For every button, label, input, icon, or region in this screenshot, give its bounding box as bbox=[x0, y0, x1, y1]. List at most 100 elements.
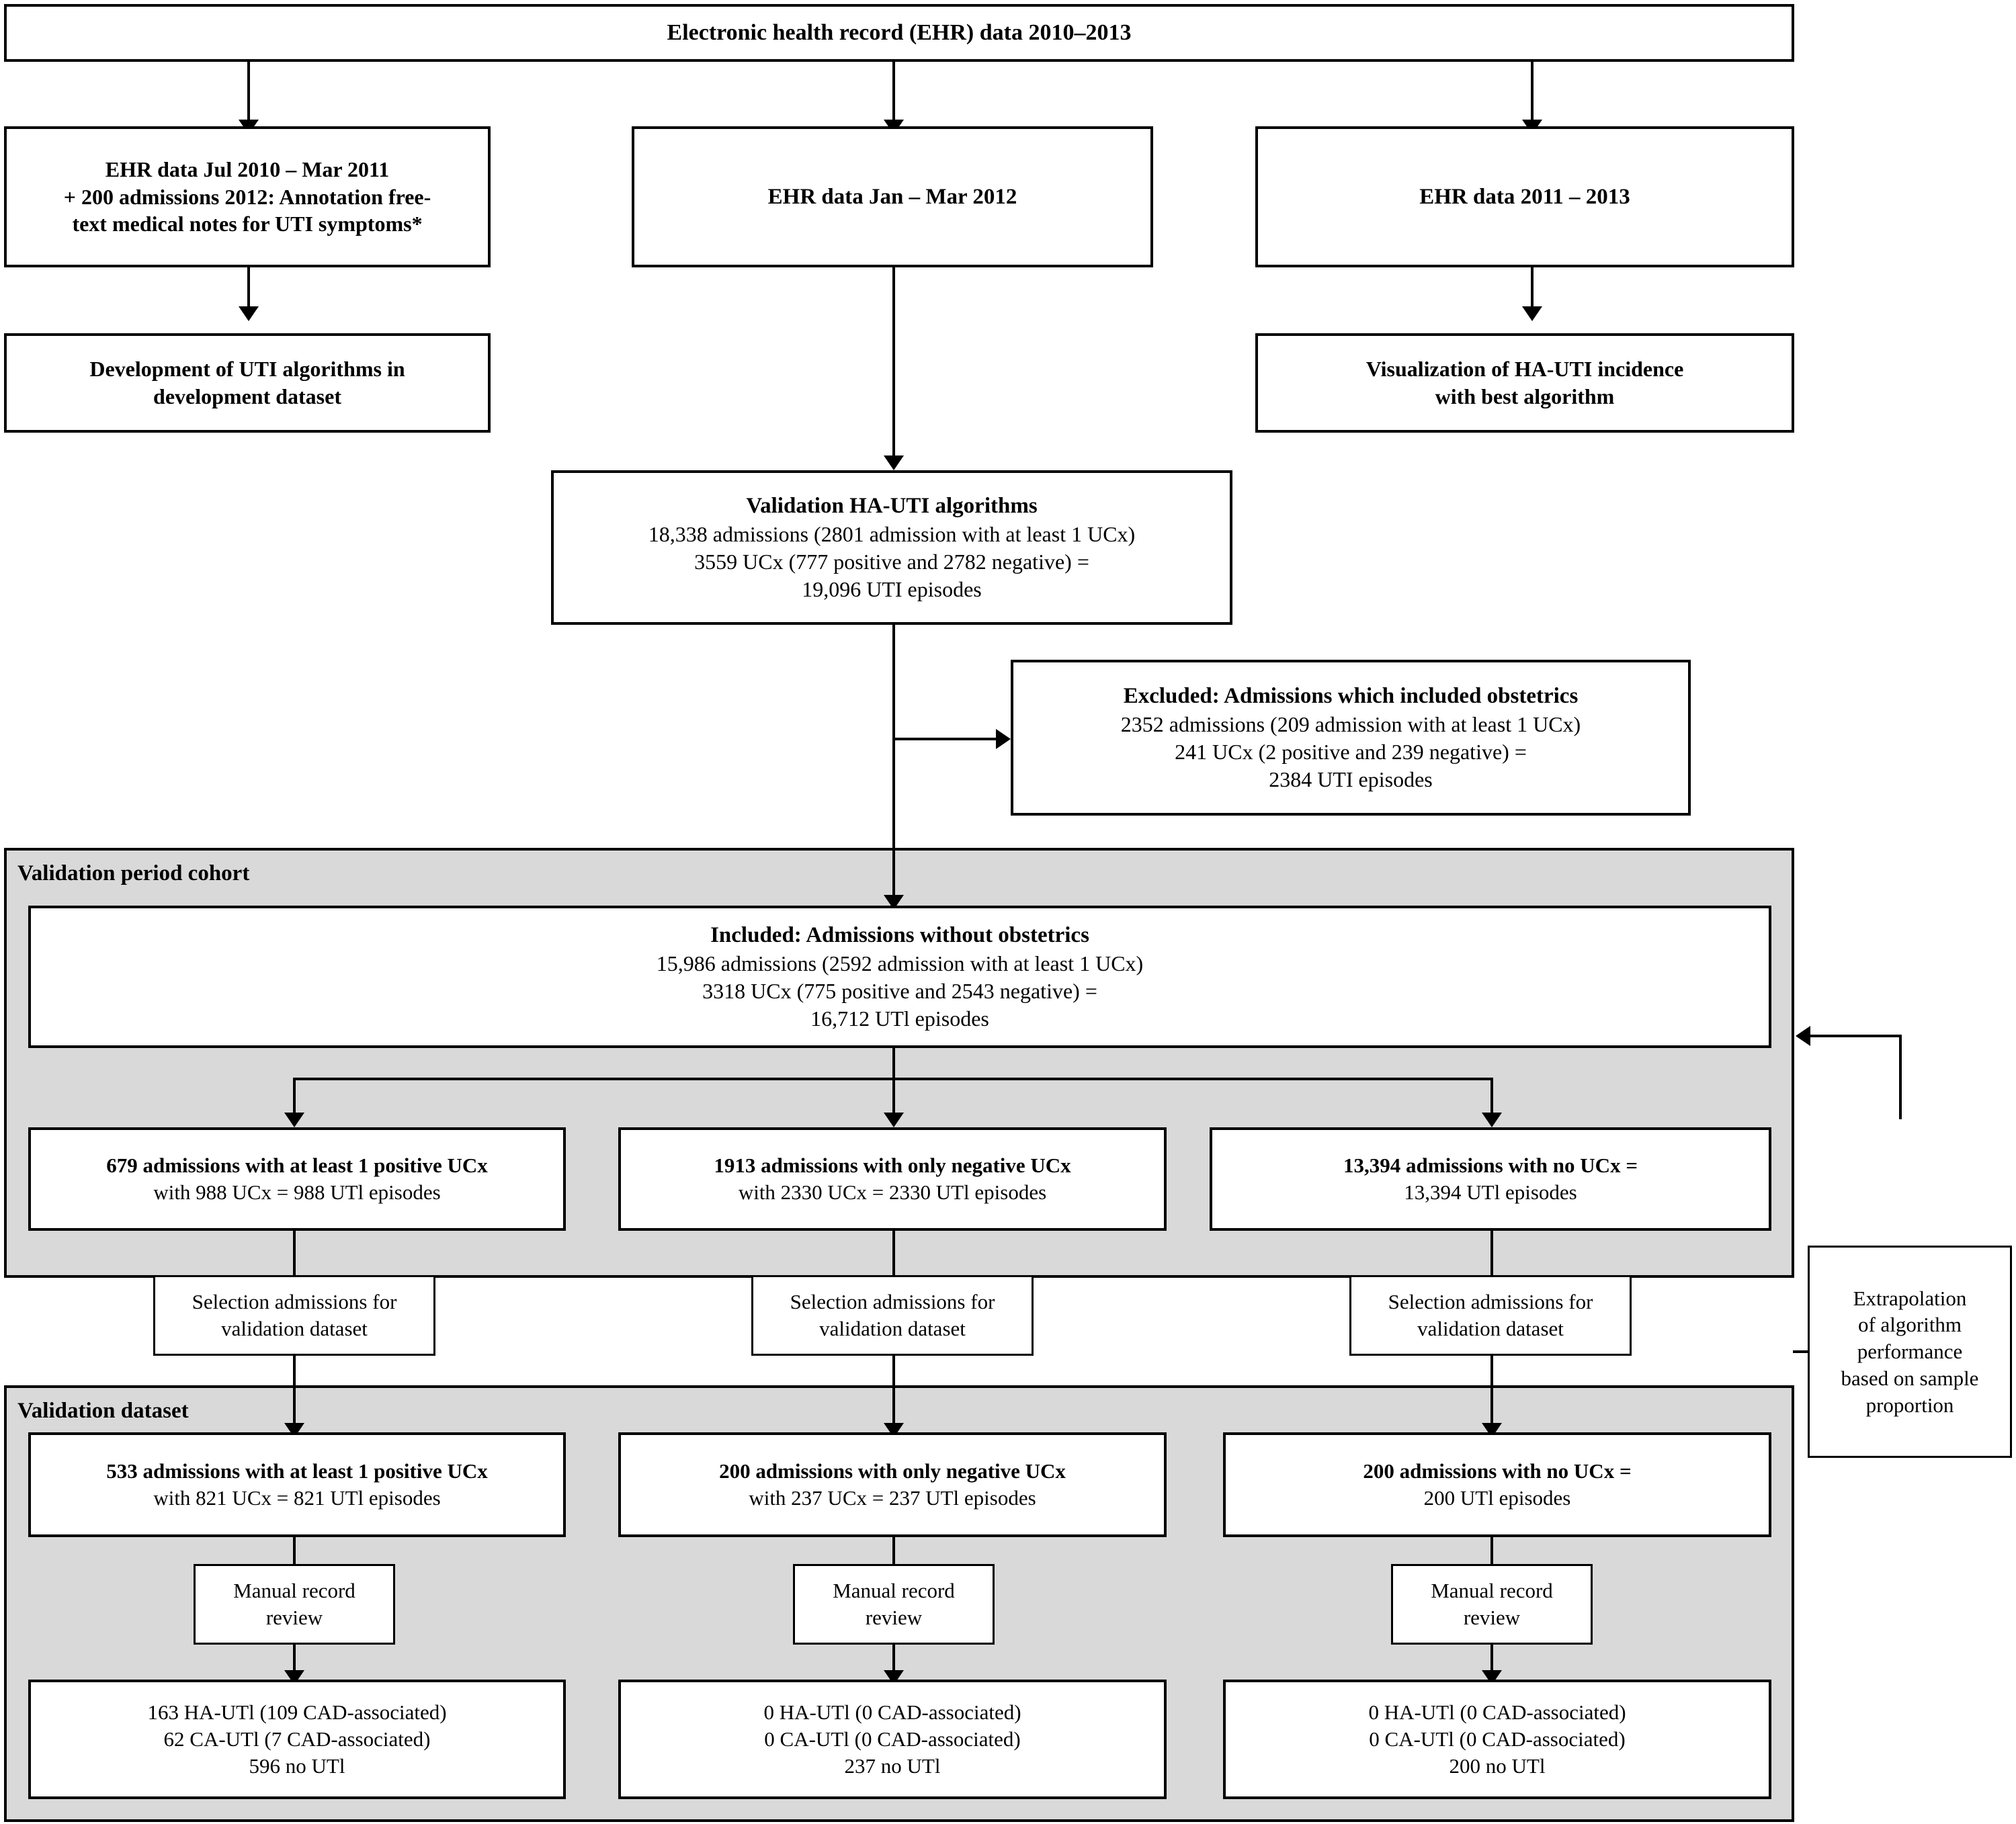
connector-extrapolation-up-leg bbox=[1899, 1035, 1902, 1119]
node-extrapolation-line-2: of algorithm bbox=[1857, 1313, 1962, 1337]
connector-review1-to-result bbox=[293, 1645, 296, 1678]
node-result-2-line-3: 237 no UTl bbox=[844, 1753, 941, 1778]
node-extrapolation-line-1: Extrapolation bbox=[1853, 1286, 1967, 1310]
connector-bus-to-cohort-positive bbox=[293, 1078, 296, 1118]
node-excluded-line-3: 241 UCx (2 positive and 239 negative) = bbox=[1175, 739, 1527, 764]
node-viz-outcome-line-2: with best algorithm bbox=[1435, 384, 1615, 408]
node-review-2-line-2: review bbox=[865, 1606, 923, 1629]
connector-selection1-to-dataset bbox=[293, 1356, 296, 1430]
node-dataset-positive: 533 admissions with at least 1 positive … bbox=[28, 1432, 566, 1537]
connector-root-to-validation bbox=[892, 62, 895, 126]
arrow-dev-source-to-outcome bbox=[239, 306, 259, 321]
node-cohort-nouc-line-1: 13,394 admissions with no UCx = bbox=[1343, 1154, 1638, 1178]
node-dataset-nouc-line-2: 200 UTl episodes bbox=[1423, 1486, 1571, 1510]
node-included-line-2: 15,986 admissions (2592 admission with a… bbox=[656, 951, 1144, 975]
node-extrapolation-line-4: based on sample bbox=[1841, 1366, 1979, 1390]
node-selection-3-line-1: Selection admissions for bbox=[1388, 1290, 1593, 1314]
node-cohort-negative: 1913 admissions with only negative UCx w… bbox=[618, 1127, 1167, 1231]
node-included: Included: Admissions without obstetrics … bbox=[28, 906, 1771, 1048]
node-review-2: Manual record review bbox=[793, 1564, 995, 1645]
node-dataset-positive-line-2: with 821 UCx = 821 UTl episodes bbox=[153, 1486, 441, 1510]
node-dev-source-line-3: text medical notes for UTI symptoms* bbox=[72, 212, 423, 236]
connector-included-down bbox=[892, 1048, 895, 1079]
connector-viz-source-to-outcome bbox=[1531, 267, 1534, 313]
node-val-source: EHR data Jan – Mar 2012 bbox=[632, 126, 1153, 267]
node-result-1-line-1: 163 HA-UTl (109 CAD-associated) bbox=[147, 1700, 447, 1725]
node-review-3-line-2: review bbox=[1463, 1606, 1521, 1629]
node-cohort-negative-line-2: with 2330 UCx = 2330 UTl episodes bbox=[738, 1180, 1047, 1204]
connector-val-source-to-algorithms bbox=[892, 267, 895, 462]
node-dev-source-line-1: EHR data Jul 2010 – Mar 2011 bbox=[105, 157, 390, 181]
node-root-line-1: Electronic health record (EHR) data 2010… bbox=[667, 20, 1132, 46]
node-included-line-4: 16,712 UTl episodes bbox=[810, 1006, 989, 1031]
arrow-bus-to-cohort-nouc bbox=[1482, 1113, 1502, 1127]
arrow-trunk-to-excluded bbox=[996, 729, 1011, 749]
connector-bus-to-cohort-nouc bbox=[1490, 1078, 1493, 1118]
connector-cohort-nouc-to-selection bbox=[1490, 1231, 1493, 1275]
node-result-2-line-1: 0 HA-UTl (0 CAD-associated) bbox=[763, 1700, 1021, 1725]
node-extrapolation-line-5: proportion bbox=[1865, 1393, 1954, 1417]
node-val-source-line-1: EHR data Jan – Mar 2012 bbox=[767, 184, 1017, 209]
node-dataset-negative: 200 admissions with only negative UCx wi… bbox=[618, 1432, 1167, 1537]
node-result-3-line-1: 0 HA-UTl (0 CAD-associated) bbox=[1368, 1700, 1626, 1725]
node-selection-2-line-1: Selection admissions for bbox=[790, 1290, 995, 1314]
panel-validation-period-cohort-title: Validation period cohort bbox=[17, 861, 250, 885]
node-selection-1: Selection admissions for validation data… bbox=[153, 1275, 435, 1356]
connector-extrapolation-to-cohort-panel bbox=[1810, 1035, 1900, 1037]
node-included-line-3: 3318 UCx (775 positive and 2543 negative… bbox=[702, 978, 1097, 1003]
node-dataset-nouc: 200 admissions with no UCx = 200 UTl epi… bbox=[1223, 1432, 1771, 1537]
connector-dev-source-to-outcome bbox=[247, 267, 250, 313]
connector-selection2-to-dataset bbox=[892, 1356, 895, 1430]
node-viz-outcome-line-1: Visualization of HA-UTI incidence bbox=[1366, 357, 1684, 382]
node-excluded-line-4: 2384 UTI episodes bbox=[1269, 767, 1433, 791]
node-cohort-positive-line-2: with 988 UCx = 988 UTl episodes bbox=[153, 1180, 441, 1204]
node-dev-outcome-line-1: Development of UTI algorithms in bbox=[89, 357, 405, 382]
node-review-3: Manual record review bbox=[1391, 1564, 1593, 1645]
node-viz-source: EHR data 2011 – 2013 bbox=[1255, 126, 1794, 267]
node-review-1: Manual record review bbox=[194, 1564, 395, 1645]
node-result-1: 163 HA-UTl (109 CAD-associated) 62 CA-UT… bbox=[28, 1680, 566, 1799]
node-included-line-1: Included: Admissions without obstetrics bbox=[710, 923, 1089, 948]
node-viz-outcome: Visualization of HA-UTI incidence with b… bbox=[1255, 333, 1794, 433]
node-selection-1-line-2: validation dataset bbox=[221, 1317, 368, 1340]
node-cohort-nouc: 13,394 admissions with no UCx = 13,394 U… bbox=[1210, 1127, 1771, 1231]
node-result-3-line-2: 0 CA-UTl (0 CAD-associated) bbox=[1369, 1727, 1626, 1751]
node-selection-3-line-2: validation dataset bbox=[1417, 1317, 1564, 1340]
node-result-1-line-3: 596 no UTl bbox=[249, 1753, 345, 1778]
node-selection-1-line-1: Selection admissions for bbox=[192, 1290, 397, 1314]
node-review-1-line-2: review bbox=[265, 1606, 323, 1629]
arrow-extrapolation-to-cohort-panel bbox=[1796, 1026, 1810, 1046]
arrow-val-source-to-algorithms bbox=[884, 455, 904, 470]
node-dev-source-line-2: + 200 admissions 2012: Annotation free- bbox=[63, 184, 431, 209]
node-validation-algorithms-line-3: 3559 UCx (777 positive and 2782 negative… bbox=[694, 549, 1089, 574]
node-extrapolation: Extrapolation of algorithm performance b… bbox=[1808, 1246, 2012, 1458]
connector-root-to-dev bbox=[247, 62, 250, 126]
node-selection-2: Selection admissions for validation data… bbox=[751, 1275, 1034, 1356]
node-result-3: 0 HA-UTl (0 CAD-associated) 0 CA-UTl (0 … bbox=[1223, 1680, 1771, 1799]
arrow-bus-to-cohort-negative bbox=[884, 1113, 904, 1127]
node-cohort-nouc-line-2: 13,394 UTl episodes bbox=[1404, 1180, 1577, 1204]
connector-review3-to-result bbox=[1490, 1645, 1493, 1678]
node-dataset-negative-line-2: with 237 UCx = 237 UTl episodes bbox=[749, 1486, 1036, 1510]
node-viz-source-line-1: EHR data 2011 – 2013 bbox=[1419, 184, 1630, 209]
node-result-2: 0 HA-UTl (0 CAD-associated) 0 CA-UTl (0 … bbox=[618, 1680, 1167, 1799]
connector-review2-to-result bbox=[892, 1645, 895, 1678]
arrow-viz-source-to-outcome bbox=[1522, 306, 1542, 321]
node-review-1-line-1: Manual record bbox=[233, 1579, 355, 1603]
connector-cohort-negative-to-selection bbox=[892, 1231, 895, 1275]
node-dev-outcome: Development of UTI algorithms in develop… bbox=[4, 333, 491, 433]
node-selection-2-line-2: validation dataset bbox=[819, 1317, 966, 1340]
node-excluded: Excluded: Admissions which included obst… bbox=[1011, 660, 1691, 816]
connector-root-to-viz bbox=[1531, 62, 1534, 126]
node-validation-algorithms-line-1: Validation HA-UTI algorithms bbox=[746, 494, 1038, 519]
node-dataset-positive-line-1: 533 admissions with at least 1 positive … bbox=[106, 1459, 488, 1483]
node-validation-algorithms-line-2: 18,338 admissions (2801 admission with a… bbox=[648, 521, 1136, 546]
node-result-2-line-2: 0 CA-UTl (0 CAD-associated) bbox=[764, 1727, 1021, 1751]
node-dev-outcome-line-2: development dataset bbox=[153, 384, 341, 408]
node-result-3-line-3: 200 no UTl bbox=[1449, 1753, 1546, 1778]
node-dataset-negative-line-1: 200 admissions with only negative UCx bbox=[719, 1459, 1066, 1483]
connector-trunk-to-excluded bbox=[892, 738, 1000, 740]
node-dataset-nouc-line-1: 200 admissions with no UCx = bbox=[1363, 1459, 1632, 1483]
node-validation-algorithms: Validation HA-UTI algorithms 18,338 admi… bbox=[551, 470, 1232, 625]
